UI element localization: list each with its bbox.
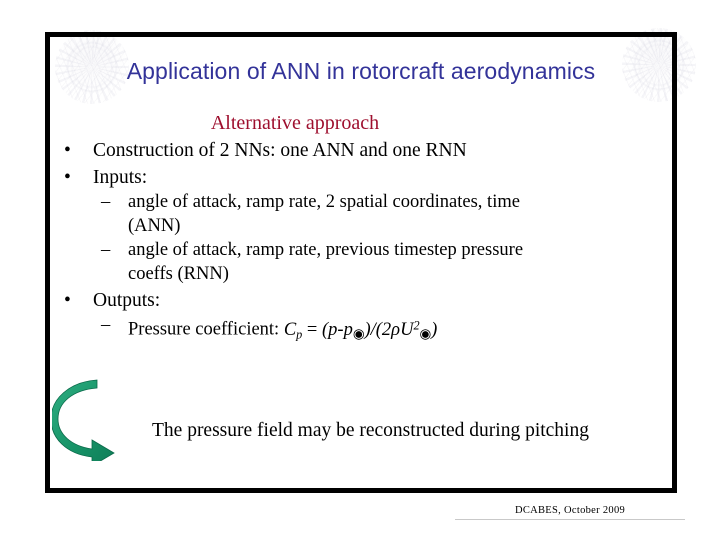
- bullet-glyph: •: [64, 167, 71, 188]
- slide-footer: DCABES, October 2009: [455, 505, 685, 520]
- list-item-label: Inputs:: [93, 167, 148, 188]
- sub-list-item-pressure-coefficient: – Pressure coefficient: Cp = (p-p◉)/(2ρU…: [97, 313, 670, 346]
- infinity-subscript-icon: ◉: [419, 325, 432, 341]
- sub-list-item-ann-continuation: (ANN): [128, 216, 181, 236]
- formula-numerator-open: (: [321, 319, 329, 340]
- list-item-label: Construction of 2 NNs: one ANN and one R…: [93, 140, 467, 161]
- formula-numerator-close: ): [364, 319, 371, 340]
- pressure-coefficient-formula: Cp = (p-p◉)/(2ρU2◉): [283, 318, 438, 342]
- infinity-subscript-icon: ◉: [352, 325, 365, 341]
- bullet-glyph: •: [64, 290, 71, 311]
- section-subheading: Alternative approach: [210, 112, 380, 134]
- list-item-outputs: • Outputs: – Pressure coefficient: Cp = …: [52, 288, 670, 346]
- formula-rho: ρ: [391, 319, 401, 340]
- sub-list-item-rnn-inputs: – angle of attack, ramp rate, previous t…: [97, 238, 670, 262]
- sub-bullet-list: – Pressure coefficient: Cp = (p-p◉)/(2ρU…: [93, 313, 670, 346]
- list-item-construction: • Construction of 2 NNs: one ANN and one…: [52, 138, 670, 163]
- sub-list-item-label: Pressure coefficient:: [128, 319, 280, 340]
- bullet-list: • Construction of 2 NNs: one ANN and one…: [52, 138, 670, 346]
- formula-denominator-open: (: [375, 319, 382, 340]
- formula-u-exponent: 2: [413, 318, 420, 332]
- formula-p-variable: p: [328, 319, 338, 340]
- formula-denominator-close: ): [431, 319, 438, 340]
- dash-glyph: –: [101, 192, 111, 212]
- bullet-glyph: •: [64, 140, 71, 161]
- dash-glyph: –: [101, 240, 111, 260]
- dash-glyph: –: [101, 315, 111, 335]
- list-item-inputs: • Inputs: – angle of attack, ramp rate, …: [52, 165, 670, 286]
- formula-minus: -: [337, 319, 344, 340]
- sub-list-item-rnn-continuation: coeffs (RNN): [128, 264, 229, 284]
- footer-divider: [455, 519, 685, 520]
- slide-title: Application of ANN in rotorcraft aerodyn…: [126, 58, 596, 84]
- formula-p-infinity-variable: p: [343, 319, 353, 340]
- sub-list-item-label: angle of attack, ramp rate, previous tim…: [128, 240, 524, 260]
- formula-divide: /: [370, 319, 376, 340]
- slide-content-frame: [45, 32, 677, 493]
- formula-cp-variable: C: [283, 319, 297, 340]
- closing-statement: The pressure field may be reconstructed …: [152, 420, 589, 441]
- formula-equals: =: [306, 319, 318, 340]
- formula-two: 2: [381, 319, 392, 340]
- formula-cp-subscript: p: [296, 327, 303, 342]
- sub-bullet-list: – angle of attack, ramp rate, 2 spatial …: [93, 190, 670, 286]
- footer-text: DCABES, October 2009: [514, 505, 626, 516]
- formula-u-variable: U: [400, 319, 414, 340]
- sub-list-item-label: angle of attack, ramp rate, 2 spatial co…: [128, 192, 520, 212]
- sub-list-item-ann-inputs: – angle of attack, ramp rate, 2 spatial …: [97, 190, 670, 214]
- slide-body: Alternative approach • Construction of 2…: [52, 110, 670, 485]
- list-item-label: Outputs:: [93, 290, 161, 311]
